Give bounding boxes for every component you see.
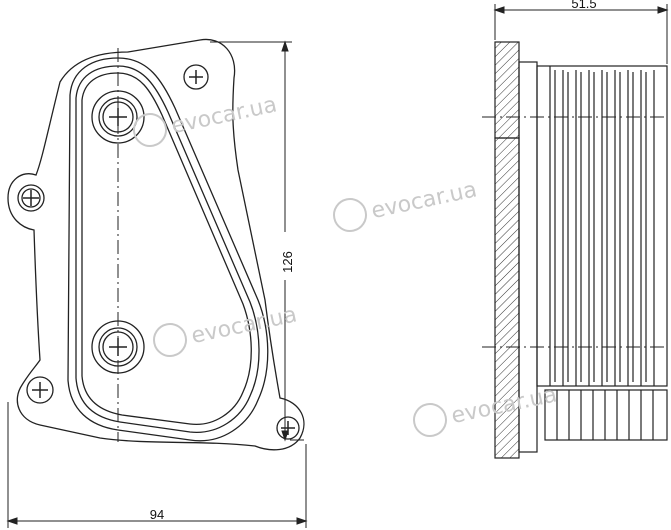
side-lower-pipe <box>544 389 668 441</box>
svg-text:evocar.ua: evocar.ua <box>169 92 279 139</box>
bolt-hole-top-right <box>183 64 209 90</box>
svg-text:evocar.ua: evocar.ua <box>369 177 479 224</box>
dimension-width-label: 94 <box>150 507 164 522</box>
dimension-width <box>6 402 308 528</box>
side-centerlines <box>482 116 668 348</box>
dimension-depth-label: 51.5 <box>571 0 596 11</box>
side-flange-lower <box>494 137 520 459</box>
gasket-inner-1 <box>75 65 260 433</box>
side-view <box>494 41 668 459</box>
side-fin-stack <box>536 65 668 387</box>
dimension-depth <box>493 4 669 64</box>
bolt-hole-left <box>17 184 45 212</box>
bolt-hole-bottom-left <box>26 376 54 404</box>
bolt-hole-bottom-right <box>276 416 300 440</box>
bolt-hole-left-inner <box>21 188 41 208</box>
flange-outline <box>7 38 305 451</box>
side-flange-upper <box>494 41 520 139</box>
dimension-height-label: 126 <box>280 251 295 273</box>
watermark-logo: evocar.ua <box>333 177 479 232</box>
svg-text:evocar.ua: evocar.ua <box>189 302 299 349</box>
center-crosses <box>23 70 295 435</box>
watermark-logo: evocar.ua <box>153 302 299 357</box>
dimension-height <box>210 40 304 442</box>
